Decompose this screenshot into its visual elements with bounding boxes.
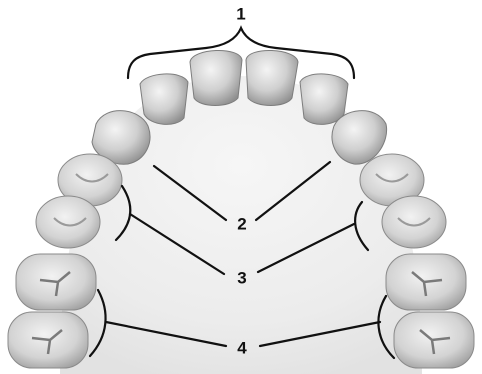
incisor-tooth — [300, 74, 348, 124]
incisor-tooth — [246, 50, 298, 105]
incisor-tooth — [190, 50, 242, 105]
premolar-tooth — [382, 196, 446, 248]
label-1: 1 — [236, 6, 245, 23]
label-3: 3 — [237, 270, 246, 287]
incisor-tooth — [140, 74, 188, 124]
label-2: 2 — [237, 216, 246, 233]
premolar-tooth — [36, 196, 100, 248]
label-4: 4 — [237, 340, 246, 357]
